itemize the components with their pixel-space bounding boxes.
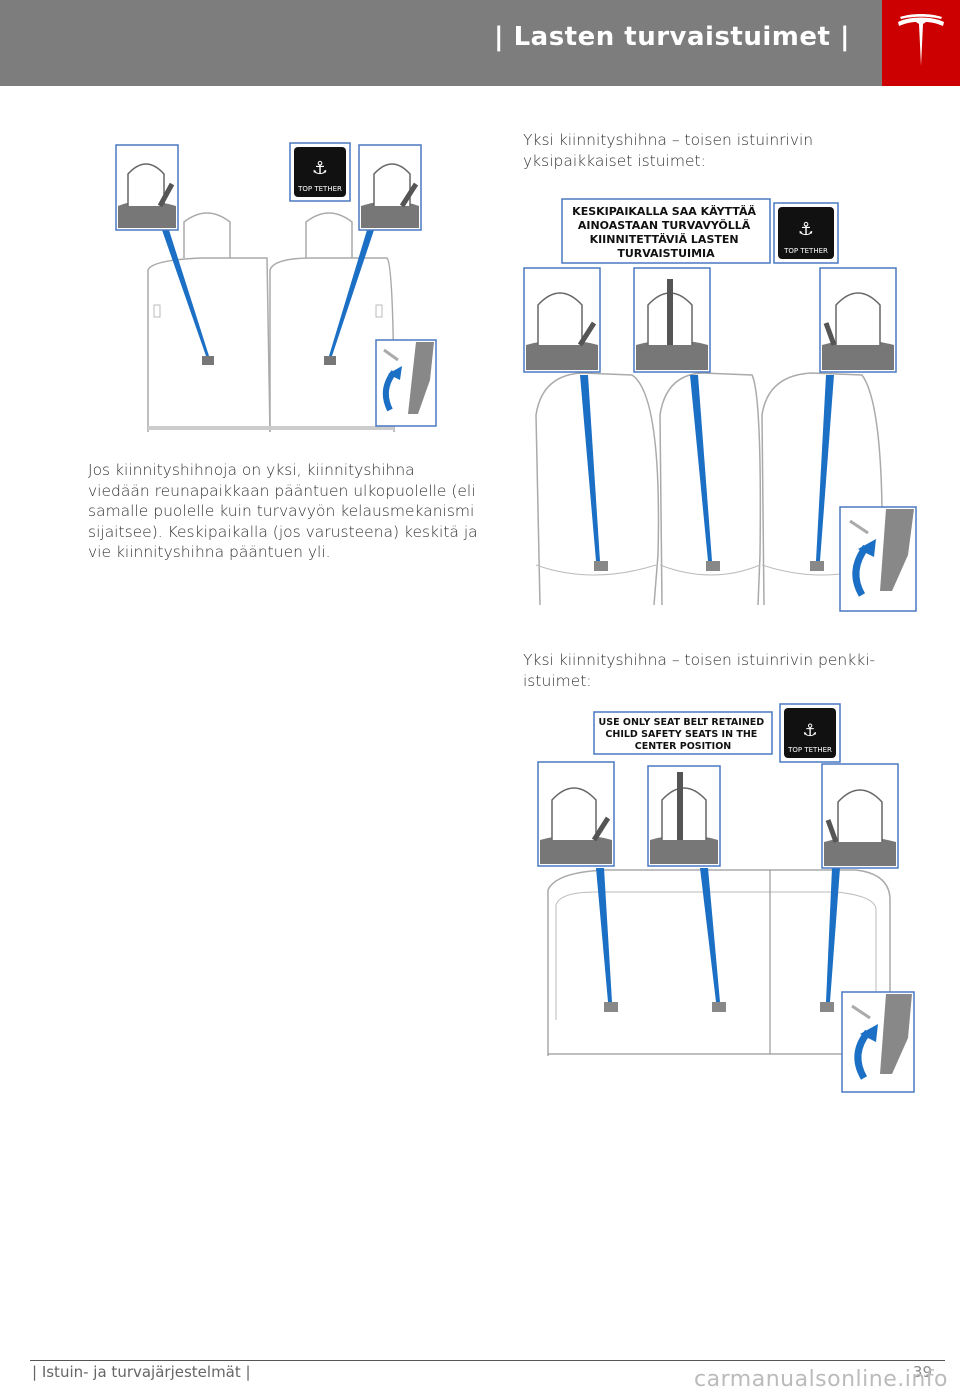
svg-text:⚓: ⚓ bbox=[802, 721, 817, 741]
fig3-label-line-3: CENTER POSITION bbox=[635, 741, 732, 752]
fig3-label-line-2: CHILD SAFETY SEATS IN THE bbox=[605, 729, 757, 740]
fig2-label-line-4: TURVAISTUIMIA bbox=[617, 247, 715, 260]
footer-divider bbox=[30, 1360, 945, 1361]
fig2-badge-label: TOP TETHER bbox=[783, 247, 828, 255]
page-header: | Lasten turvaistuimet | bbox=[0, 0, 960, 86]
fig2-label-line-2: AINOASTAAN TURVAVYÖLLÄ bbox=[578, 218, 751, 232]
footer-section: | Istuin- ja turvajärjestelmät | bbox=[32, 1363, 251, 1381]
fig3-badge-label: TOP TETHER bbox=[787, 746, 832, 754]
figure-three-single-seats: KESKIPAIKALLA SAA KÄYTTÄÄ AINOASTAAN TUR… bbox=[523, 198, 917, 612]
left-paragraph: Jos kiinnityshihnoja on yksi, kiinnitysh… bbox=[88, 461, 478, 561]
tesla-logo-icon bbox=[898, 14, 944, 66]
watermark: carmanualsonline.info bbox=[694, 1367, 948, 1392]
fig2-label-line-3: KIINNITETTÄVIÄ LASTEN bbox=[590, 232, 739, 246]
fig3-label-line-1: USE ONLY SEAT BELT RETAINED bbox=[599, 717, 765, 728]
right-bottom-paragraph: Yksi kiinnityshihna – toisen istuinrivin… bbox=[523, 651, 876, 690]
figure-bench-seat: USE ONLY SEAT BELT RETAINED CHILD SAFETY… bbox=[537, 703, 915, 1093]
svg-text:USE ONLY SEAT BELT RETAINED: USE ONLY SEAT BELT RETAINED CHILD SAFETY… bbox=[599, 717, 768, 752]
fig2-label-line-1: KESKIPAIKALLA SAA KÄYTTÄÄ bbox=[572, 204, 756, 218]
svg-text:⚓: ⚓ bbox=[798, 219, 814, 240]
svg-text:KESKIPAIKALLA SAA KÄYTTÄÄ: KESKIPAIKALLA SAA KÄYTTÄÄ AINOASTAAN TUR… bbox=[572, 204, 760, 260]
figure-two-seats: ⚓ TOP TETHER bbox=[115, 142, 437, 432]
right-top-paragraph: Yksi kiinnityshihna – toisen istuinrivin… bbox=[523, 131, 814, 170]
svg-text:⚓: ⚓ bbox=[312, 158, 328, 179]
tesla-logo bbox=[882, 0, 960, 86]
section-title: | Lasten turvaistuimet | bbox=[494, 22, 850, 52]
page-number: 39 bbox=[912, 1363, 932, 1381]
badge-label: TOP TETHER bbox=[297, 185, 342, 193]
